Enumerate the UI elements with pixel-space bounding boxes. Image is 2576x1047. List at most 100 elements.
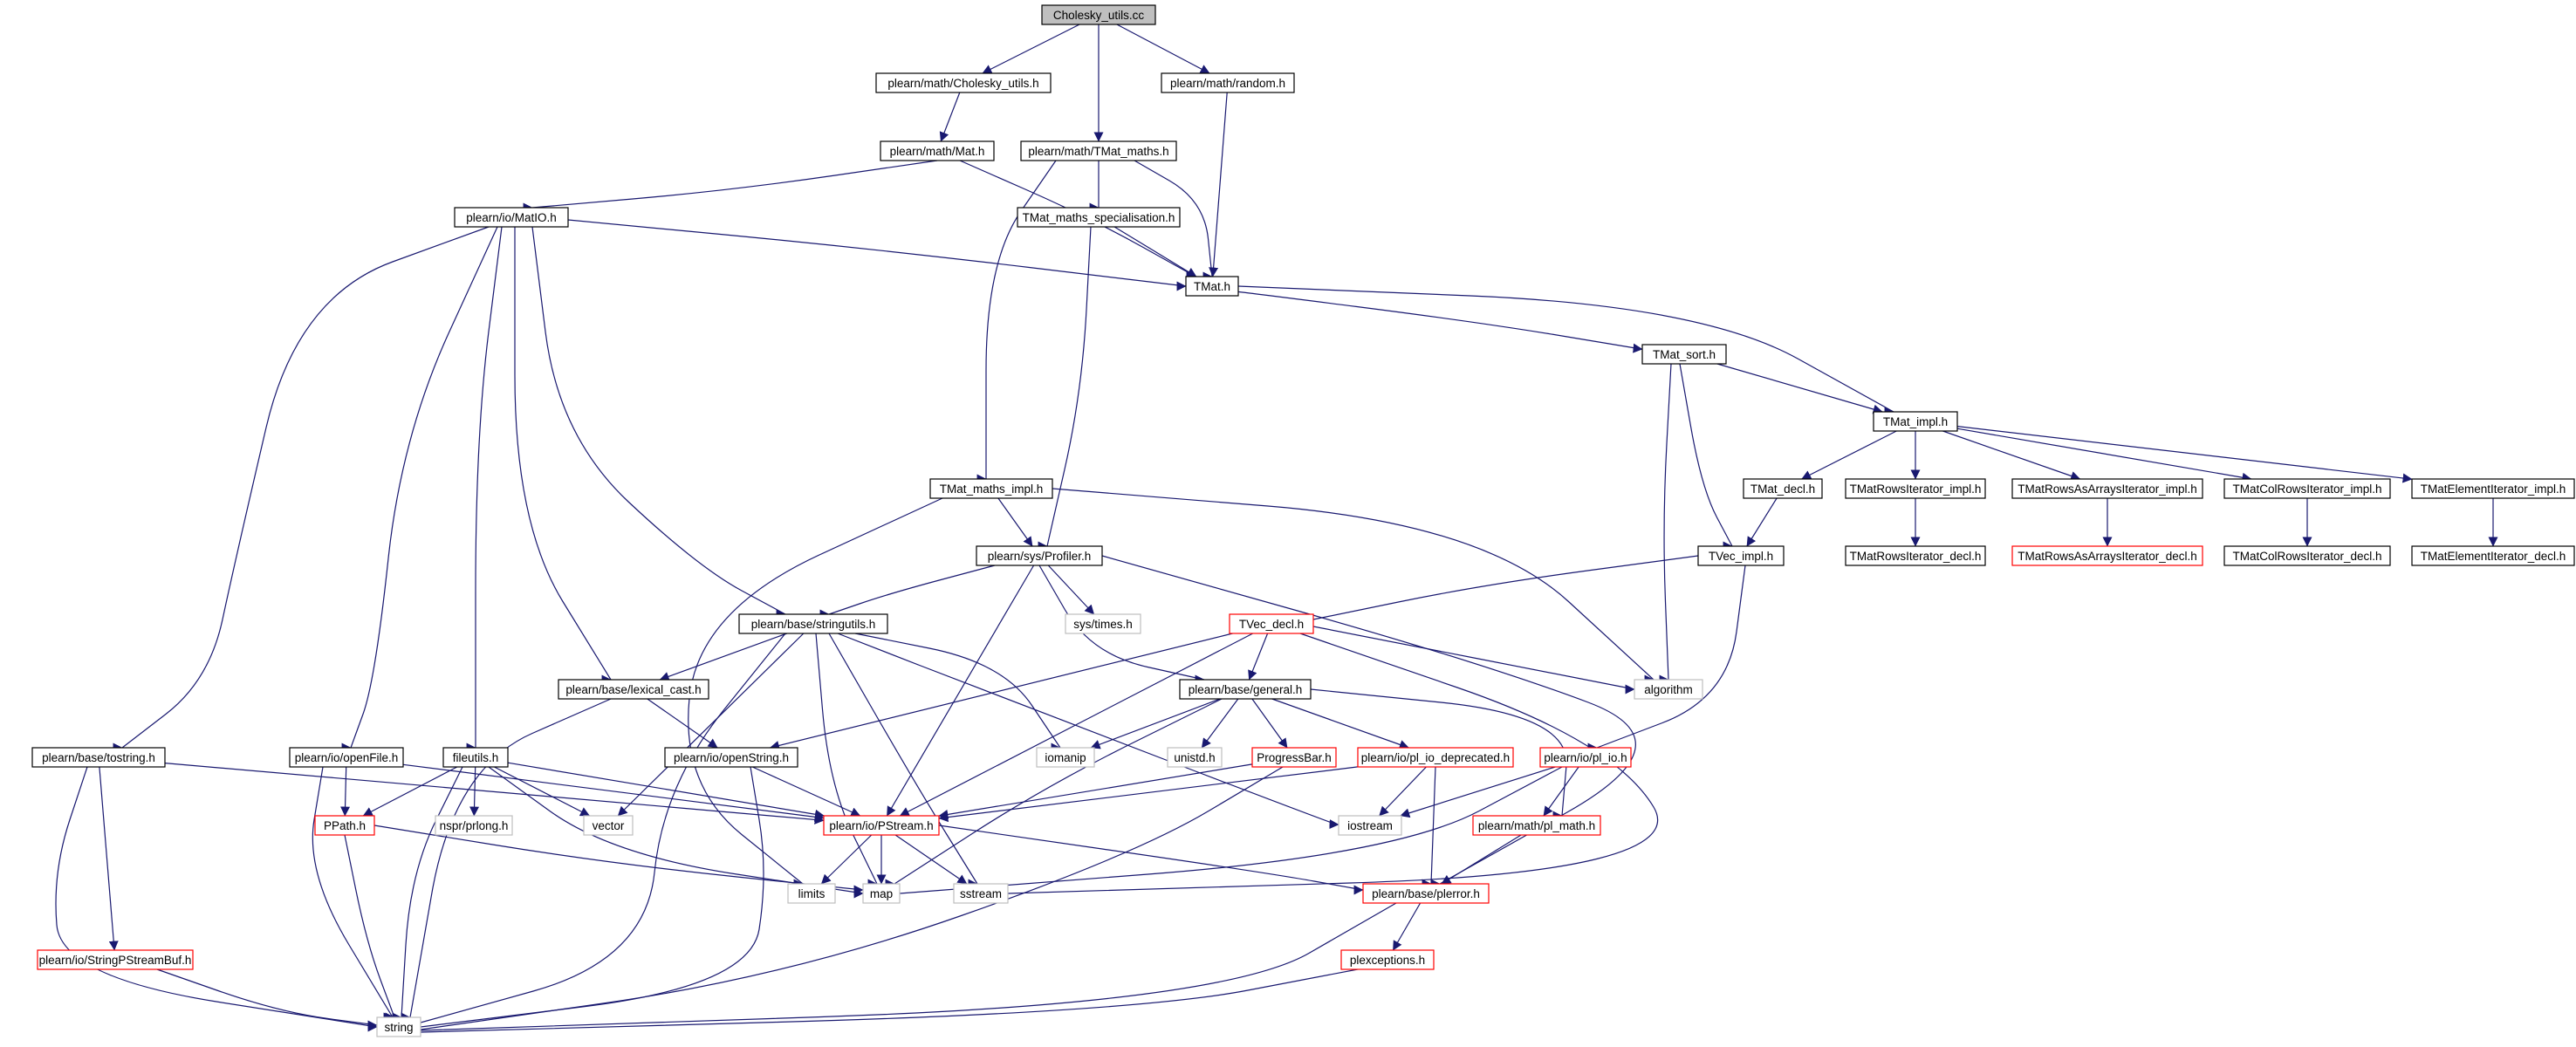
edge-prof-to-general bbox=[1038, 565, 1205, 683]
edge-tmimpl-to-algo bbox=[1052, 488, 1655, 681]
node-tvimpl[interactable]: TVec_impl.h bbox=[1697, 545, 1785, 566]
node-box bbox=[435, 815, 513, 836]
node-matio[interactable]: plearn/io/MatIO.h bbox=[454, 207, 569, 228]
edge-fileutils-to-map bbox=[488, 766, 864, 897]
edge-general-to-progress bbox=[1251, 698, 1288, 749]
node-box bbox=[929, 478, 1053, 499]
node-string: string bbox=[376, 1016, 421, 1037]
edge-matio-to-fileutils bbox=[470, 226, 503, 749]
node-box bbox=[823, 815, 940, 836]
node-box bbox=[2011, 545, 2203, 566]
node-tdecl[interactable]: TMat_decl.h bbox=[1743, 478, 1823, 499]
node-tostring[interactable]: plearn/base/tostring.h bbox=[31, 747, 166, 768]
node-label: plearn/io/StringPStreamBuf.h bbox=[39, 954, 192, 967]
node-pliodep[interactable]: plearn/io/pl_io_deprecated.h bbox=[1357, 747, 1514, 768]
node-trid[interactable]: TMatRowsIterator_decl.h bbox=[1845, 545, 1986, 566]
node-random[interactable]: plearn/math/random.h bbox=[1161, 72, 1295, 93]
edge-random-to-tmat bbox=[1209, 92, 1228, 277]
node-general[interactable]: plearn/base/general.h bbox=[1179, 679, 1312, 700]
node-pstream[interactable]: plearn/io/PStream.h bbox=[823, 815, 940, 836]
node-label: TMatRowsAsArraysIterator_decl.h bbox=[2018, 550, 2197, 563]
node-label: PPath.h bbox=[324, 819, 366, 832]
node-vector: vector bbox=[583, 815, 634, 836]
node-tmimpl[interactable]: TMat_maths_impl.h bbox=[929, 478, 1053, 499]
edge-root-to-cholh bbox=[982, 24, 1080, 74]
node-math[interactable]: plearn/math/Mat.h bbox=[880, 140, 995, 161]
node-tvdecl[interactable]: TVec_decl.h bbox=[1229, 613, 1314, 634]
node-label: TMat_maths_impl.h bbox=[940, 482, 1044, 496]
node-plmath[interactable]: plearn/math/pl_math.h bbox=[1472, 815, 1601, 836]
node-iomanip: iomanip bbox=[1036, 747, 1095, 768]
node-label: plearn/io/pl_io_deprecated.h bbox=[1361, 751, 1510, 764]
node-label: plearn/io/openFile.h bbox=[295, 751, 399, 764]
node-trii[interactable]: TMatRowsIterator_impl.h bbox=[1845, 478, 1986, 499]
node-prof[interactable]: plearn/sys/Profiler.h bbox=[976, 545, 1103, 566]
node-box bbox=[289, 747, 404, 768]
edge-matio-to-lexcast bbox=[514, 227, 612, 681]
edge-tsort-to-algo bbox=[1663, 363, 1674, 681]
node-tmat[interactable]: TMat.h bbox=[1185, 276, 1239, 297]
edge-strutils-to-iomanip bbox=[854, 633, 1061, 749]
edge-openfile-to-ppath bbox=[340, 766, 351, 817]
node-label: TMatElementIterator_decl.h bbox=[2421, 550, 2566, 563]
node-label: plearn/math/pl_math.h bbox=[1478, 819, 1595, 832]
node-sstream: sstream bbox=[953, 883, 1009, 904]
node-box bbox=[953, 883, 1009, 904]
edge-openfile-to-string bbox=[312, 766, 394, 1018]
node-psbuf[interactable]: plearn/io/StringPStreamBuf.h bbox=[37, 949, 194, 970]
edge-tmat-to-tsort bbox=[1233, 291, 1643, 353]
node-box bbox=[1167, 747, 1223, 768]
node-plerror[interactable]: plearn/base/plerror.h bbox=[1362, 883, 1490, 904]
edge-general-to-unistd bbox=[1201, 698, 1239, 749]
edge-tmimpl-to-prof bbox=[997, 497, 1033, 547]
node-timpl[interactable]: TMat_impl.h bbox=[1873, 411, 1958, 432]
node-progress[interactable]: ProgressBar.h bbox=[1251, 747, 1337, 768]
node-box bbox=[1251, 747, 1337, 768]
node-traid[interactable]: TMatRowsAsArraysIterator_decl.h bbox=[2011, 545, 2203, 566]
node-nspr: nspr/prlong.h bbox=[435, 815, 513, 836]
edge-openstring-to-string bbox=[420, 766, 764, 1031]
node-traii[interactable]: TMatRowsAsArraysIterator_impl.h bbox=[2011, 478, 2203, 499]
node-label: TMat_decl.h bbox=[1750, 482, 1815, 496]
node-label: TMatRowsIterator_decl.h bbox=[1850, 550, 1982, 563]
node-label: TVec_decl.h bbox=[1239, 618, 1304, 631]
node-label: plearn/sys/Profiler.h bbox=[988, 550, 1092, 563]
node-box bbox=[1229, 613, 1314, 634]
node-box bbox=[1065, 613, 1141, 634]
node-tmaths[interactable]: plearn/math/TMat_maths.h bbox=[1020, 140, 1177, 161]
node-openstring[interactable]: plearn/io/openString.h bbox=[664, 747, 798, 768]
node-box bbox=[1539, 747, 1632, 768]
node-openfile[interactable]: plearn/io/openFile.h bbox=[289, 747, 404, 768]
node-teid[interactable]: TMatElementIterator_decl.h bbox=[2411, 545, 2575, 566]
node-box bbox=[1362, 883, 1490, 904]
node-label: TMatColRowsIterator_decl.h bbox=[2232, 550, 2381, 563]
node-label: plearn/base/general.h bbox=[1189, 683, 1303, 696]
edge-strutils-to-map bbox=[815, 633, 878, 885]
node-tcii[interactable]: TMatColRowsIterator_impl.h bbox=[2223, 478, 2391, 499]
node-cholh[interactable]: plearn/math/Cholesky_utils.h bbox=[875, 72, 1052, 93]
node-ppath[interactable]: PPath.h bbox=[314, 815, 375, 836]
node-tsort[interactable]: TMat_sort.h bbox=[1641, 344, 1727, 365]
edge-psbuf-to-string bbox=[156, 968, 378, 1030]
node-box bbox=[2223, 478, 2391, 499]
node-box bbox=[1020, 140, 1177, 161]
edge-timpl-to-teii bbox=[1956, 426, 2413, 483]
edge-timpl-to-tcii bbox=[1956, 428, 2252, 482]
node-plio[interactable]: plearn/io/pl_io.h bbox=[1539, 747, 1632, 768]
edge-plerror-to-string bbox=[420, 902, 1397, 1036]
node-label: limits bbox=[798, 887, 826, 900]
node-tcid[interactable]: TMatColRowsIterator_decl.h bbox=[2223, 545, 2391, 566]
node-tspec[interactable]: TMat_maths_specialisation.h bbox=[1017, 207, 1181, 228]
node-fileutils[interactable]: fileutils.h bbox=[442, 747, 509, 768]
node-plexc[interactable]: plexceptions.h bbox=[1340, 949, 1435, 970]
node-teii[interactable]: TMatElementIterator_impl.h bbox=[2411, 478, 2575, 499]
node-lexcast[interactable]: plearn/base/lexical_cast.h bbox=[558, 679, 709, 700]
node-box bbox=[880, 140, 995, 161]
edge-tmaths-to-tmimpl bbox=[981, 160, 1057, 480]
edge-tsort-to-tvimpl bbox=[1679, 363, 1733, 547]
node-root[interactable]: Cholesky_utils.cc bbox=[1041, 4, 1156, 25]
edge-general-to-pliodep bbox=[1271, 698, 1409, 749]
node-strutils[interactable]: plearn/base/stringutils.h bbox=[738, 613, 888, 634]
edge-lexcast-to-openstring bbox=[647, 698, 718, 749]
node-box bbox=[1161, 72, 1295, 93]
